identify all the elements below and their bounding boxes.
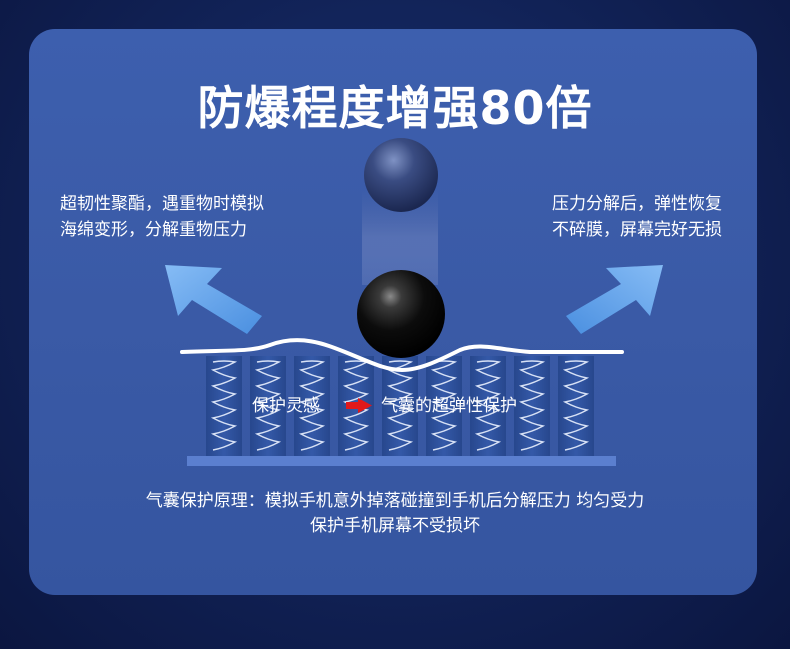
page-title: 防爆程度增强80倍 bbox=[197, 81, 593, 135]
spring-column bbox=[206, 356, 242, 456]
spring-coil bbox=[430, 360, 458, 451]
right-note: 压力分解后，弹性恢复 不碎膜，屏幕完好无损 bbox=[552, 191, 722, 243]
spring-coil bbox=[298, 360, 326, 451]
spring-columns bbox=[206, 356, 594, 456]
right-note-line-2: 不碎膜，屏幕完好无损 bbox=[552, 220, 722, 240]
left-note-line-2: 海绵变形，分解重物压力 bbox=[60, 220, 247, 240]
left-blue-arrow-icon bbox=[165, 265, 262, 334]
spring-coil bbox=[342, 360, 370, 451]
red-arrow-icon bbox=[346, 398, 372, 413]
base-bar bbox=[187, 456, 616, 466]
spring-coil bbox=[254, 360, 282, 451]
spring-coil bbox=[562, 360, 590, 451]
spring-column bbox=[514, 356, 550, 456]
diagram-label-left: 保护灵感 bbox=[252, 396, 320, 416]
caption-line-2: 保护手机屏幕不受损坏 bbox=[310, 516, 480, 536]
falling-ball-ghost bbox=[364, 138, 438, 212]
spring-column bbox=[558, 356, 594, 456]
left-note-line-1: 超韧性聚酯，遇重物时模拟 bbox=[60, 194, 264, 214]
left-note: 超韧性聚酯，遇重物时模拟 海绵变形，分解重物压力 bbox=[60, 191, 264, 243]
membrane-line bbox=[180, 338, 624, 373]
right-blue-arrow-icon bbox=[566, 265, 663, 334]
spring-coil bbox=[474, 360, 502, 451]
spring-coil bbox=[210, 360, 238, 451]
black-ball bbox=[357, 270, 445, 358]
spring-coil bbox=[518, 360, 546, 451]
right-note-line-1: 压力分解后，弹性恢复 bbox=[552, 194, 722, 214]
diagram-label-right: 气囊的超弹性保护 bbox=[381, 396, 517, 416]
caption-line-1: 气囊保护原理：模拟手机意外掉落碰撞到手机后分解压力 均匀受力 bbox=[145, 491, 645, 511]
